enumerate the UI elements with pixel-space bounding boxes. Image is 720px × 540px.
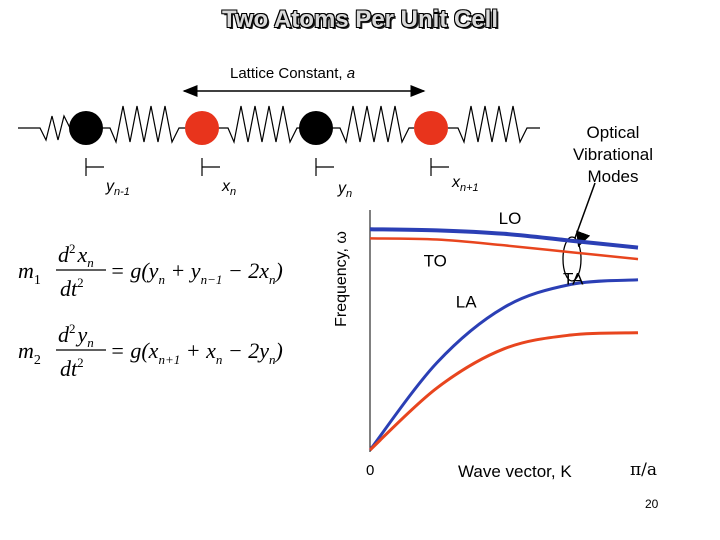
series-lo-curve — [369, 227, 639, 250]
eq1-sub-3: n — [269, 272, 276, 287]
y-axis-label: Frequency, ω — [333, 231, 350, 327]
spring-1 — [102, 105, 186, 145]
eq1-d: d — [58, 242, 70, 267]
atom-x-n-plus-1 — [414, 111, 448, 145]
equation-1: m1 d2xn dt2 = g(yn + yn−1 − 2xn) — [18, 241, 283, 301]
label-x-n-plus-1: xn+1 — [452, 174, 479, 194]
label-x-n-base: x — [222, 178, 230, 195]
atom-y-n — [299, 111, 333, 145]
x-axis-label: Wave vector, K — [458, 462, 572, 481]
spring-2 — [218, 105, 300, 145]
slide-title: Two Atoms Per Unit Cell — [221, 6, 499, 33]
optical-annotation-line-2: Vibrational — [572, 145, 654, 164]
atom-y-n-minus-1 — [69, 111, 103, 145]
eq1-var: x — [77, 242, 88, 267]
eq1-mass-sub: 1 — [34, 273, 41, 288]
eq1-mass: m — [18, 258, 34, 283]
eq2-dt: dt — [60, 356, 78, 381]
equations-of-motion: m1 d2xn dt2 = g(yn + yn−1 − 2xn) m2 d2yn… — [18, 241, 283, 381]
svg-text:dt2: dt2 — [60, 355, 84, 381]
series-la-label: LA — [456, 293, 477, 312]
eq2-plus: + x — [180, 338, 216, 363]
eq2-sub-2: n — [216, 352, 223, 367]
optical-modes-annotation: Optical Vibrational Modes — [568, 122, 658, 188]
optical-annotation-line-1: Optical — [586, 123, 640, 142]
equation-2: m2 d2yn dt2 = g(xn+1 + xn − 2yn) — [18, 321, 283, 381]
chart-series-layer — [368, 227, 639, 452]
label-y-n-minus-1-sub: n-1 — [114, 186, 130, 199]
eq1-sub-1: n — [158, 272, 165, 287]
eq1-minus: − 2x — [222, 258, 269, 283]
optical-annotation-line-3: Modes — [587, 167, 639, 186]
eq2-d: d — [58, 322, 70, 347]
eq1-dt-sup: 2 — [77, 275, 84, 290]
label-y-n: yn — [338, 180, 352, 200]
label-y-n-base: y — [338, 180, 346, 197]
eq2-dt-sup: 2 — [77, 355, 84, 370]
springs — [18, 105, 540, 145]
eq2-d-sup: 2 — [69, 321, 76, 336]
svg-text:d2yn: d2yn — [58, 321, 94, 350]
page-number: 20 — [645, 497, 659, 511]
label-x-n: xn — [222, 178, 236, 198]
label-y-n-minus-1-base: y — [106, 178, 114, 195]
position-markers — [85, 158, 449, 176]
series-to-curve — [369, 237, 639, 261]
eq2-mass-sub: 2 — [34, 353, 41, 368]
eq1-close: ) — [273, 258, 282, 283]
eq1-plus: + y — [165, 258, 201, 283]
eq1-sub-2: n−1 — [201, 272, 223, 287]
series-lo-label: LO — [499, 209, 522, 228]
eq2-sub-1: n+1 — [158, 352, 180, 367]
atom-x-n — [185, 111, 219, 145]
chart-label-layer: LO TO LA TA — [424, 209, 584, 311]
x-axis-tick-zero: 0 — [366, 462, 375, 479]
eq1-var-sub: n — [87, 255, 94, 270]
optical-mode-ellipse — [562, 236, 582, 282]
optical-annotation-arrow — [574, 182, 596, 248]
eq1-dt: dt — [60, 276, 78, 301]
spring-3 — [332, 105, 414, 145]
svg-text:m1: m1 — [18, 258, 41, 288]
eq2-minus: − 2y — [222, 338, 269, 363]
series-ta-label: TA — [563, 269, 584, 288]
svg-text:d2xn: d2xn — [58, 241, 94, 270]
eq2-var-sub: n — [87, 335, 94, 350]
spring-left-end — [18, 114, 71, 142]
eq2-rhs: = g(x — [110, 338, 159, 363]
eq2-sub-3: n — [269, 352, 276, 367]
label-y-n-minus-1: yn-1 — [106, 178, 130, 198]
svg-text:= g(xn+1 + xn − 2yn): = g(xn+1 + xn − 2yn) — [110, 338, 283, 367]
label-x-n-sub: n — [230, 186, 237, 199]
series-ta-curve — [368, 331, 639, 452]
series-la-curve — [368, 278, 639, 451]
eq1-rhs: = g(y — [110, 258, 159, 283]
eq1-d-sup: 2 — [69, 241, 76, 256]
lattice-constant-label: Lattice Constant, a — [230, 65, 355, 82]
label-x-n-plus-1-base: x — [452, 174, 460, 191]
lattice-constant-symbol: a — [346, 65, 356, 82]
lattice-constant-text: Lattice Constant, — [230, 65, 347, 82]
spring-right-end — [448, 105, 540, 145]
x-axis-tick-pi-over-a: π/a — [630, 460, 658, 480]
eq2-var: y — [76, 322, 88, 347]
svg-text:= g(yn + yn−1 − 2xn): = g(yn + yn−1 − 2xn) — [110, 258, 283, 287]
series-to-label: TO — [424, 251, 447, 270]
label-x-n-plus-1-sub: n+1 — [460, 182, 479, 195]
eq2-mass: m — [18, 338, 34, 363]
svg-text:dt2: dt2 — [60, 275, 84, 301]
eq2-close: ) — [273, 338, 282, 363]
label-y-n-sub: n — [346, 188, 353, 201]
svg-text:m2: m2 — [18, 338, 41, 368]
